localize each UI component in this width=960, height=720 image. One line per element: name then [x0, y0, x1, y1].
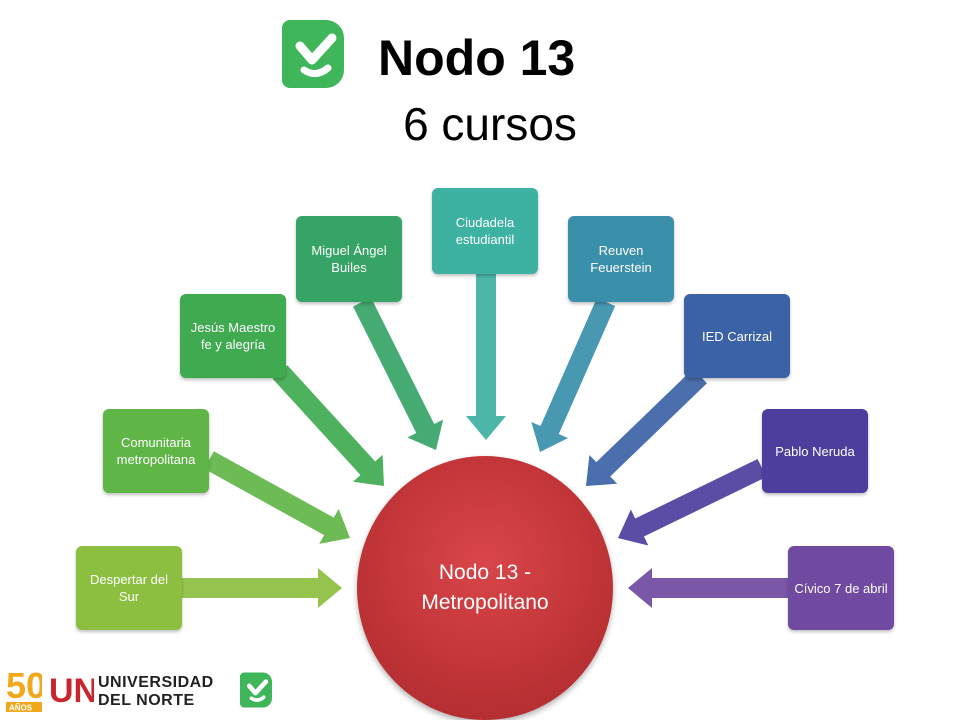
node-reuven-feuerstein: Reuven Feuerstein — [568, 216, 674, 302]
un-mark-icon: UN — [48, 666, 94, 710]
arrow-0 — [182, 568, 342, 608]
universidad-del-norte-logo: UN UNIVERSIDAD DEL NORTE — [48, 666, 218, 710]
center-node: Nodo 13 - Metropolitano — [357, 456, 613, 720]
center-node-label: Nodo 13 - Metropolitano — [421, 561, 549, 614]
arrow-8 — [628, 568, 788, 608]
university-line1: UNIVERSIDAD — [98, 674, 214, 691]
university-line2: DEL NORTE — [98, 692, 195, 709]
anniversary-number: 50 — [6, 665, 42, 706]
node-miguel-angel-builes: Miguel Ángel Builes — [296, 216, 402, 302]
node-civico-7-de-abril: Cívico 7 de abril — [788, 546, 894, 630]
check-logo-icon — [282, 20, 344, 88]
page-subtitle: 6 cursos — [403, 98, 577, 150]
page-title: Nodo 13 — [378, 30, 576, 86]
node-ied-carrizal: IED Carrizal — [684, 294, 790, 378]
un-mark-text: UN — [49, 672, 94, 710]
node-jesus-maestro: Jesús Maestro fe y alegría — [180, 294, 286, 378]
arrow-1 — [204, 451, 350, 544]
node-pablo-neruda: Pablo Neruda — [762, 409, 868, 493]
node-ciudadela-estudiantil: Ciudadela estudiantil — [432, 188, 538, 274]
arrow-4 — [466, 274, 506, 440]
node-comunitaria-metropolitana: Comunitaria metropolitana — [103, 409, 209, 493]
arrow-5 — [531, 297, 616, 452]
anniversary-sub: AÑOS — [9, 704, 33, 713]
node-despertar-del-sur: Despertar del Sur — [76, 546, 182, 630]
arrow-2 — [272, 365, 384, 486]
anniversary-50-logo: 50 AÑOS — [6, 665, 42, 713]
arrow-7 — [618, 459, 767, 546]
check-logo-small-icon — [240, 672, 272, 708]
arrow-3 — [353, 297, 444, 450]
arrow-6 — [586, 368, 707, 486]
